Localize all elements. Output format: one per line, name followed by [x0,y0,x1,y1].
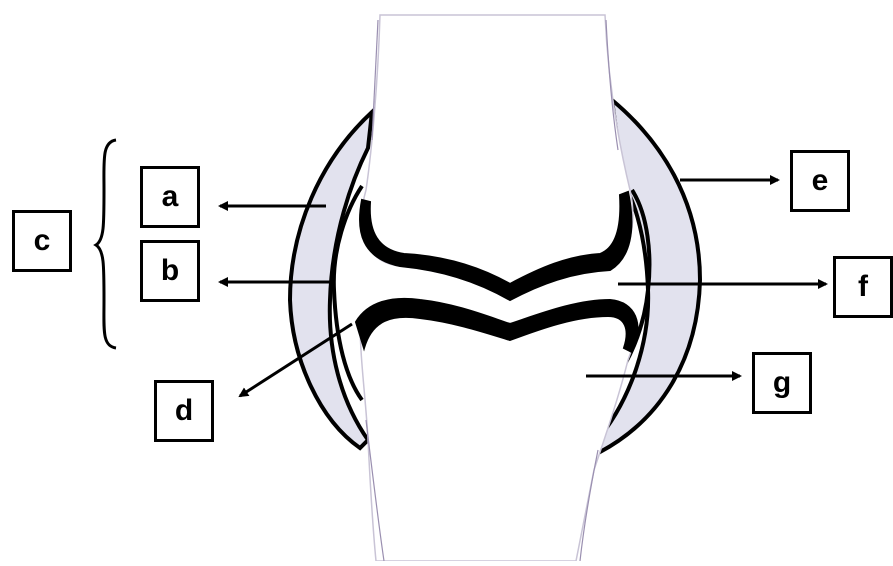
bracket-c [96,140,116,348]
label-box-c: c [12,210,72,272]
label-box-g: g [752,352,812,414]
label-e: e [812,166,829,196]
label-box-f: f [833,256,893,318]
lower-bone [360,303,634,561]
label-d: d [175,396,193,426]
label-box-a: a [140,166,200,228]
label-b: b [161,256,179,286]
label-box-e: e [790,150,850,212]
label-box-d: d [154,380,214,442]
label-a: a [162,182,179,212]
label-g: g [773,368,791,398]
label-c: c [34,226,51,256]
label-f: f [858,272,868,302]
label-box-b: b [140,240,200,302]
